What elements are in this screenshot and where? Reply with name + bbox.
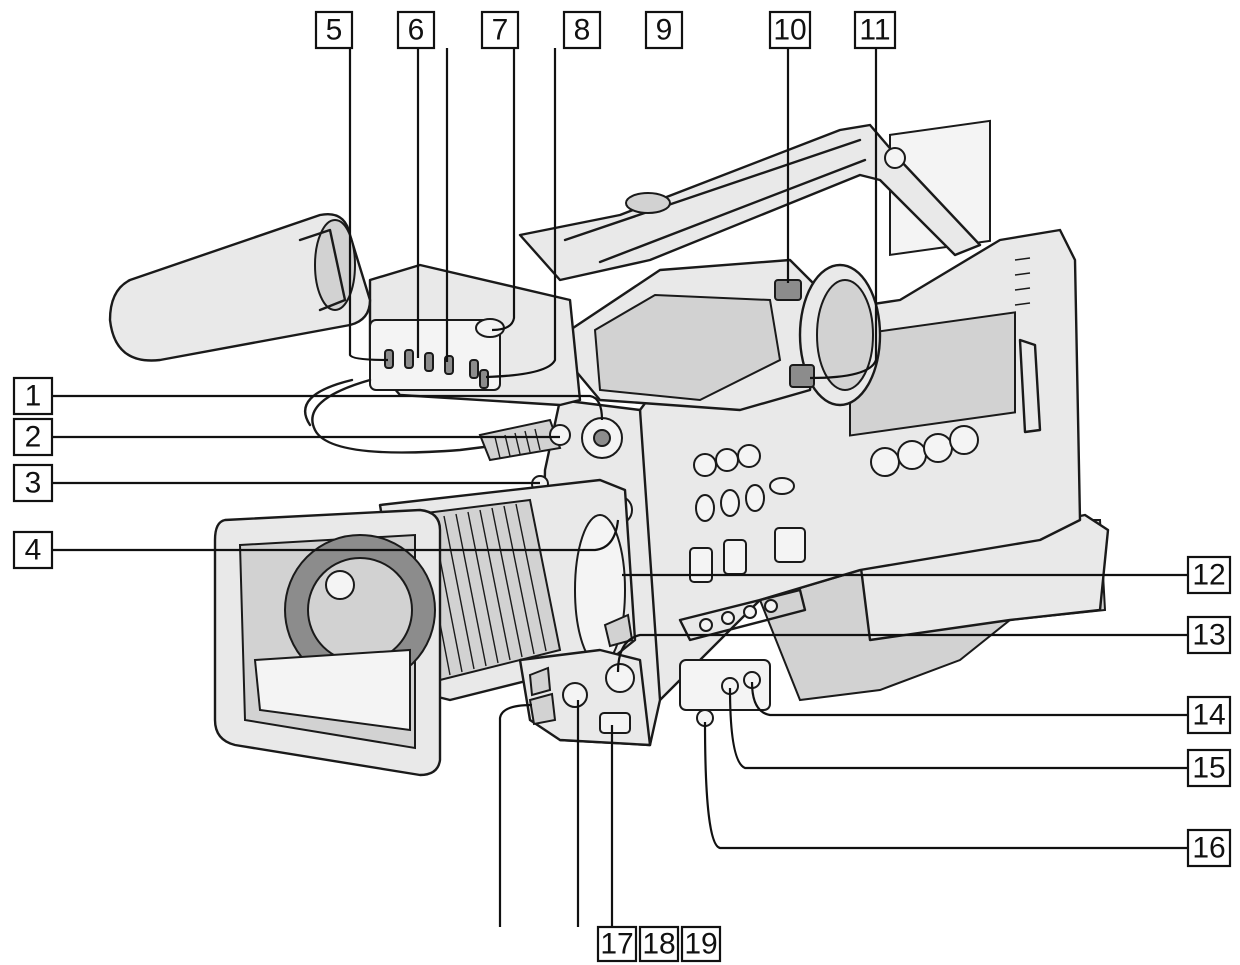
callout-1: 1 <box>12 376 54 416</box>
callout-10: 10 <box>768 10 812 50</box>
leader-lines <box>52 48 1188 927</box>
leader-17 <box>498 703 533 927</box>
leader-14 <box>750 681 1188 717</box>
callout-4: 4 <box>12 530 54 570</box>
camcorder-illustration <box>108 119 1110 777</box>
svg-text:9: 9 <box>656 14 673 47</box>
leader-5 <box>348 48 389 362</box>
shotgun-microphone <box>108 213 372 362</box>
leader-4 <box>52 519 620 552</box>
svg-text:15: 15 <box>1192 752 1225 785</box>
svg-text:12: 12 <box>1192 559 1225 592</box>
callout-6: 6 <box>396 10 436 50</box>
callout-16: 16 <box>1186 828 1232 868</box>
svg-text:3: 3 <box>25 467 42 500</box>
grip-switch <box>599 712 631 734</box>
svg-text:18: 18 <box>642 928 675 961</box>
callout-17: 17 <box>596 925 638 963</box>
svg-text:1: 1 <box>25 380 42 413</box>
leader-11 <box>809 48 878 380</box>
leader-15 <box>728 687 1188 770</box>
svg-text:16: 16 <box>1192 832 1225 865</box>
svg-text:11: 11 <box>859 14 890 47</box>
callout-19: 19 <box>680 925 722 963</box>
svg-text:7: 7 <box>492 14 509 47</box>
svg-text:4: 4 <box>25 534 42 567</box>
side-controls <box>678 444 807 727</box>
svg-text:2: 2 <box>25 421 42 454</box>
callout-11: 11 <box>853 10 897 50</box>
base-plate <box>858 513 1110 642</box>
handle-zoom-lever <box>625 192 671 214</box>
input-connector-2 <box>549 424 571 446</box>
callout-2: 2 <box>12 417 54 457</box>
svg-text:17: 17 <box>600 928 633 961</box>
audio-panel <box>369 319 501 391</box>
carry-handle <box>518 123 982 282</box>
callout-5: 5 <box>314 10 354 50</box>
callout-3: 3 <box>12 463 54 503</box>
callout-14: 14 <box>1186 695 1232 735</box>
callout-8: 8 <box>562 10 602 50</box>
callout-7: 7 <box>480 10 520 50</box>
svg-text:10: 10 <box>773 14 806 47</box>
transport-buttons <box>870 425 979 477</box>
svg-text:14: 14 <box>1192 699 1225 732</box>
svg-text:6: 6 <box>408 14 425 47</box>
callout-12: 12 <box>1186 555 1232 595</box>
side-panel <box>889 119 991 257</box>
leader-13 <box>616 633 1188 673</box>
leader-8 <box>485 48 557 379</box>
callouts: 1 2 3 4 5 6 7 8 <box>12 10 1232 963</box>
svg-text:5: 5 <box>326 14 343 47</box>
svg-text:19: 19 <box>684 928 717 961</box>
front-knob <box>475 318 505 338</box>
leader-7 <box>491 48 516 332</box>
callout-15: 15 <box>1186 748 1232 788</box>
svg-text:13: 13 <box>1192 619 1225 652</box>
grip-button-2 <box>605 663 635 693</box>
callout-9: 9 <box>644 10 684 50</box>
leader-1 <box>52 394 604 421</box>
leader-16 <box>703 721 1188 850</box>
callout-13: 13 <box>1186 615 1232 655</box>
svg-text:8: 8 <box>574 14 591 47</box>
grip-button-1 <box>562 682 588 708</box>
callout-18: 18 <box>638 925 680 963</box>
